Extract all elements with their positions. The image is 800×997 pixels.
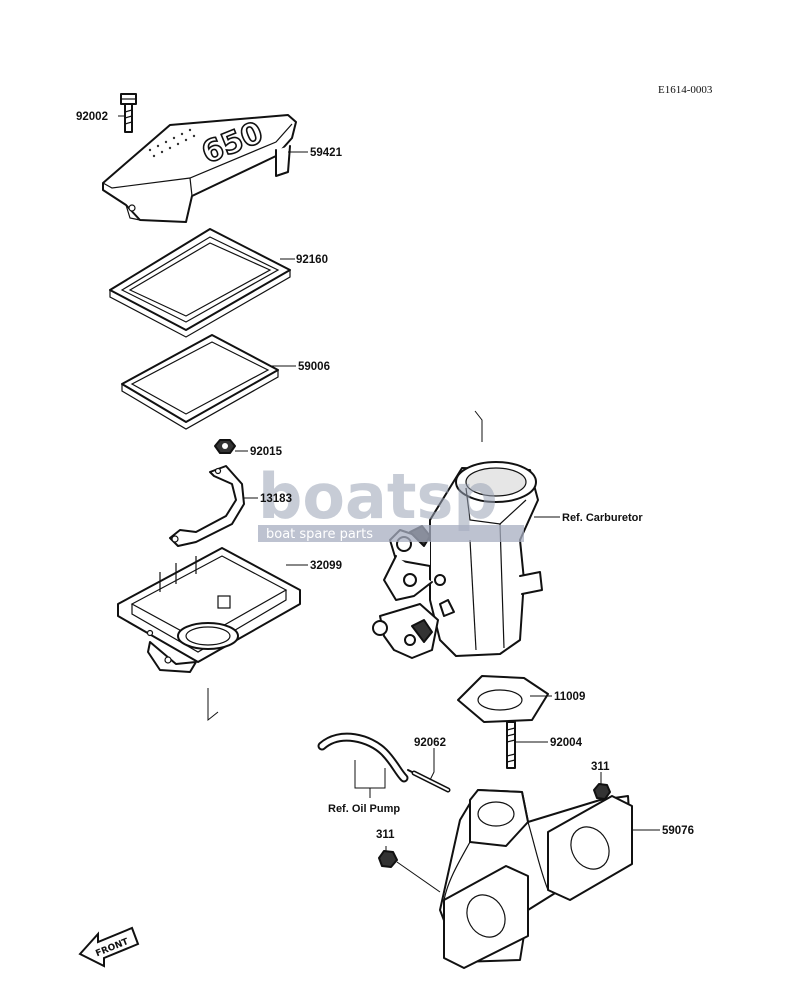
carburetor[interactable]	[372, 461, 543, 659]
pipe-92062[interactable]	[407, 769, 451, 793]
label-311-upper[interactable]: 311	[591, 761, 610, 773]
flow-mark-top	[474, 410, 483, 442]
gasket-92160[interactable]	[109, 228, 291, 338]
filter-59006[interactable]	[121, 334, 279, 430]
label-32099[interactable]: 32099	[310, 560, 342, 572]
manifold-59076[interactable]	[439, 789, 633, 969]
label-92015[interactable]: 92015	[250, 446, 283, 458]
leader-lines	[118, 115, 660, 893]
ref-oil-pump[interactable]: Ref. Oil Pump	[328, 803, 400, 815]
watermark-tagline: boat spare parts	[266, 527, 373, 542]
label-59006[interactable]: 59006	[298, 361, 330, 373]
cover-dots	[148, 128, 196, 158]
gasket-11009[interactable]	[457, 675, 549, 723]
nut-92015[interactable]	[214, 439, 236, 454]
watermark: boatsp boat spare parts	[258, 460, 524, 542]
watermark-brand: boatsp	[258, 460, 498, 533]
oil-pump-hose	[317, 732, 409, 798]
label-311-lower[interactable]: 311	[376, 829, 395, 841]
label-11009[interactable]: 11009	[554, 691, 585, 703]
ref-carburetor[interactable]: Ref. Carburetor	[562, 512, 643, 524]
stud-92004[interactable]	[506, 721, 516, 769]
flow-mark-bottom	[207, 688, 219, 722]
label-13183[interactable]: 13183	[260, 493, 292, 505]
bolt-92002[interactable]	[120, 93, 137, 133]
nut-311-upper[interactable]	[593, 783, 611, 800]
nut-311-lower[interactable]	[378, 850, 398, 868]
front-marker: FRONT	[78, 926, 140, 968]
label-92004[interactable]: 92004	[550, 737, 583, 749]
label-59076[interactable]: 59076	[662, 825, 694, 837]
bracket-13183[interactable]	[169, 465, 245, 547]
label-92062[interactable]: 92062	[414, 737, 446, 749]
label-92160[interactable]: 92160	[296, 254, 328, 266]
housing-32099[interactable]	[117, 547, 301, 673]
cover-59421[interactable]: 650	[102, 114, 297, 223]
label-92002[interactable]: 92002	[76, 111, 108, 123]
label-59421[interactable]: 59421	[310, 147, 343, 159]
diagram-id: E1614-0003	[658, 84, 713, 96]
